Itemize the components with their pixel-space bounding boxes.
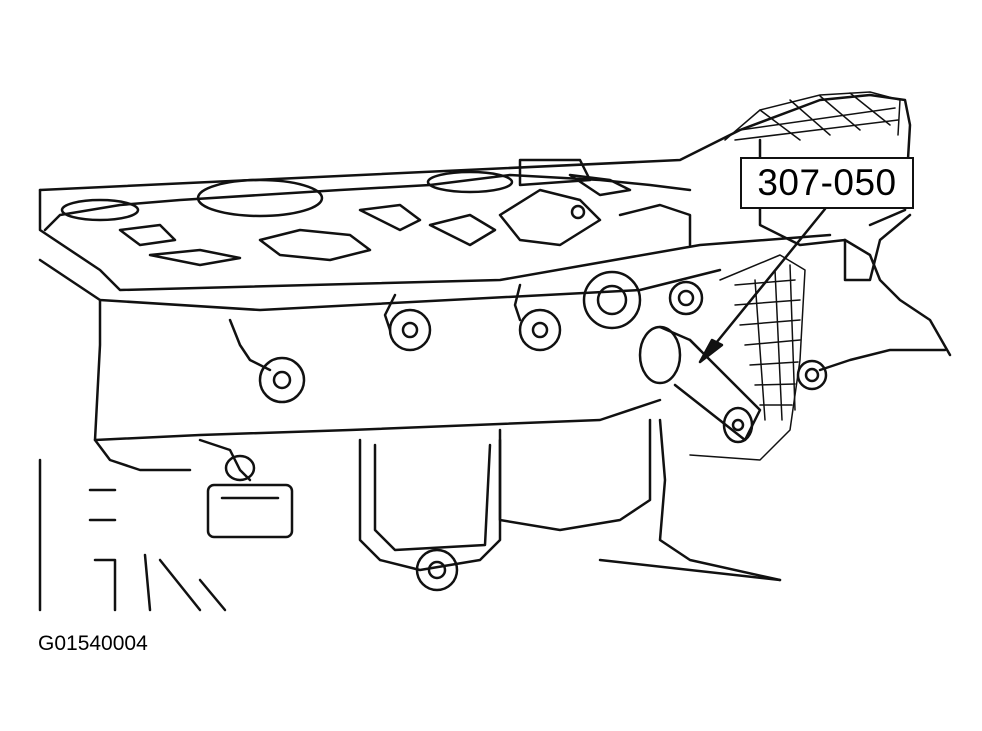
figure-id-label: G01540004 (38, 632, 148, 655)
tool-number-label: 307-050 (757, 162, 897, 203)
sensor-connector (198, 438, 294, 539)
hatched-sleeve (689, 254, 806, 461)
lower-cover (358, 418, 782, 592)
left-lower-housing (38, 438, 227, 612)
hatched-gear-surface (724, 91, 901, 141)
special-tool-307-050 (638, 325, 762, 444)
mounting-bosses (228, 270, 828, 404)
callout-leader (698, 207, 827, 364)
tool-callout-box: 307-050 (740, 157, 914, 209)
valve-body-plate (43, 158, 692, 267)
